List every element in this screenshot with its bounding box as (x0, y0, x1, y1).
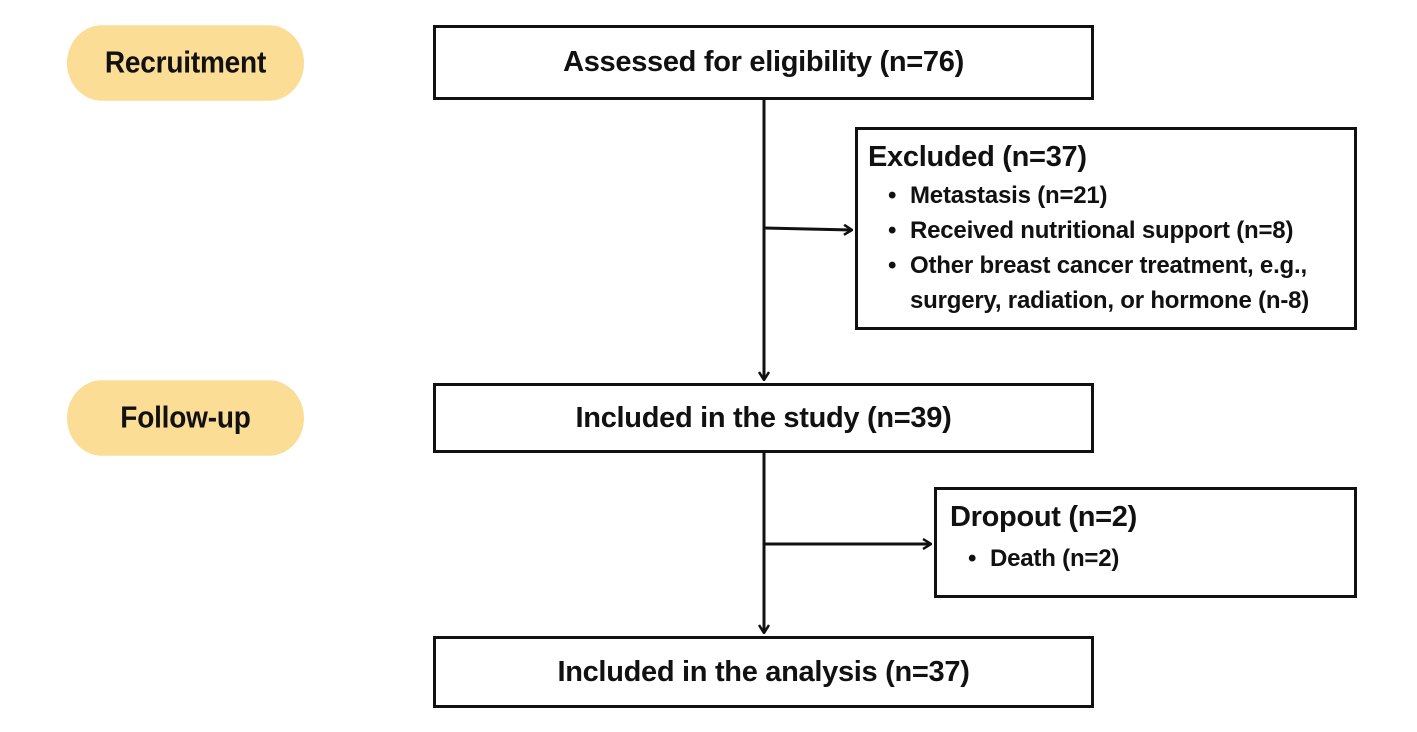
excluded-item-text: Received nutritional support (n=8) (910, 217, 1294, 244)
included-study-label: Included in the study (n=39) (575, 401, 952, 434)
excluded-item: • Other breast cancer treatment, e.g., s… (888, 248, 1354, 318)
stage-recruitment-label: Recruitment (104, 45, 267, 80)
included-analysis-box: Included in the analysis (n=37) (433, 636, 1094, 708)
excluded-item-text: Other breast cancer treatment, e.g., (910, 252, 1307, 279)
excluded-item-text: Metastasis (n=21) (910, 182, 1108, 209)
stage-follow-up: Follow-up (67, 380, 304, 456)
excluded-item-text-continued: surgery, radiation, or hormone (n-8) (910, 287, 1310, 314)
bullet-icon: • (888, 252, 897, 279)
dropout-item: • Death (n=2) (968, 541, 1354, 576)
bullet-icon: • (888, 182, 897, 209)
dropout-box: Dropout (n=2) • Death (n=2) (934, 487, 1357, 598)
excluded-item: • Received nutritional support (n=8) (888, 213, 1354, 248)
excluded-item: • Metastasis (n=21) (888, 178, 1354, 213)
dropout-item-text: Death (n=2) (990, 545, 1120, 572)
dropout-title: Dropout (n=2) (950, 501, 1137, 533)
excluded-box: Excluded (n=37) • Metastasis (n=21) • Re… (855, 127, 1357, 330)
included-analysis-label: Included in the analysis (n=37) (557, 655, 970, 688)
stage-follow-up-label: Follow-up (120, 400, 251, 435)
excluded-list: • Metastasis (n=21) • Received nutrition… (888, 178, 1354, 318)
bullet-icon: • (968, 545, 977, 572)
included-study-box: Included in the study (n=39) (433, 383, 1094, 453)
dropout-list: • Death (n=2) (968, 541, 1354, 576)
assessed-box: Assessed for eligibility (n=76) (433, 25, 1094, 100)
connector-to-excluded (763, 228, 852, 230)
stage-recruitment: Recruitment (67, 25, 304, 101)
excluded-title: Excluded (n=37) (868, 141, 1087, 173)
bullet-icon: • (888, 217, 897, 244)
assessed-label: Assessed for eligibility (n=76) (563, 46, 964, 78)
